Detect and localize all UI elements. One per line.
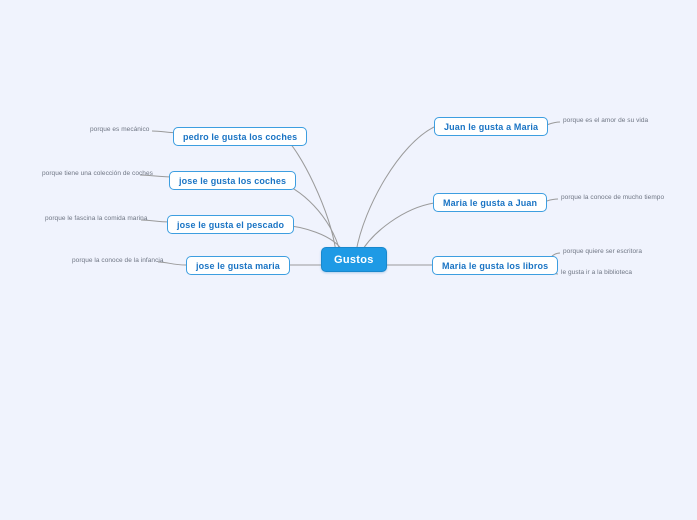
branch-node-jose-coches[interactable]: jose le gusta los coches bbox=[169, 171, 297, 190]
branch-node-label: jose le gusta los coches bbox=[179, 175, 287, 186]
leaf-label-maria-libros-1[interactable]: le gusta ir a la biblioteca bbox=[561, 269, 633, 276]
leaf-label-juan-maria-0[interactable]: porque es el amor de su vida bbox=[563, 117, 649, 124]
branch-node-label: Juan le gusta a Maria bbox=[444, 121, 539, 132]
branch-node-maria-juan[interactable]: Maria le gusta a Juan bbox=[433, 193, 548, 212]
leaf-label-jose-maria-0[interactable]: porque la conoce de la infancia bbox=[72, 257, 164, 264]
branch-node-label: Maria le gusta los libros bbox=[442, 260, 549, 271]
branch-node-label: jose le gusta el pescado bbox=[177, 219, 285, 230]
connector-root-juan-maria bbox=[355, 126, 435, 253]
leaf-label-pedro-coches-0[interactable]: porque es mecánico bbox=[90, 126, 150, 133]
root-node-label: Gustos bbox=[334, 253, 374, 266]
branch-node-jose-maria[interactable]: jose le gusta maria bbox=[186, 256, 290, 275]
branch-node-label: jose le gusta maria bbox=[196, 260, 280, 271]
branch-node-pedro-coches[interactable]: pedro le gusta los coches bbox=[173, 127, 308, 146]
branch-node-jose-pescado[interactable]: jose le gusta el pescado bbox=[167, 215, 295, 234]
leaf-label-jose-coches-0[interactable]: porque tiene una colección de coches bbox=[42, 170, 153, 177]
branch-node-label: pedro le gusta los coches bbox=[183, 131, 298, 142]
leaf-label-jose-pescado-0[interactable]: porque le fascina la comida marina bbox=[45, 215, 148, 222]
branch-node-label: Maria le gusta a Juan bbox=[443, 197, 538, 208]
branch-node-maria-libros[interactable]: Maria le gusta los libros bbox=[432, 256, 559, 275]
root-node-gustos[interactable]: Gustos bbox=[321, 247, 387, 272]
leaf-label-maria-libros-0[interactable]: porque quiere ser escritora bbox=[563, 248, 643, 255]
branch-node-juan-maria[interactable]: Juan le gusta a Maria bbox=[434, 117, 549, 136]
leaf-label-maria-juan-0[interactable]: porque la conoce de mucho tiempo bbox=[561, 194, 665, 201]
connector-root-pedro-coches bbox=[283, 136, 337, 253]
